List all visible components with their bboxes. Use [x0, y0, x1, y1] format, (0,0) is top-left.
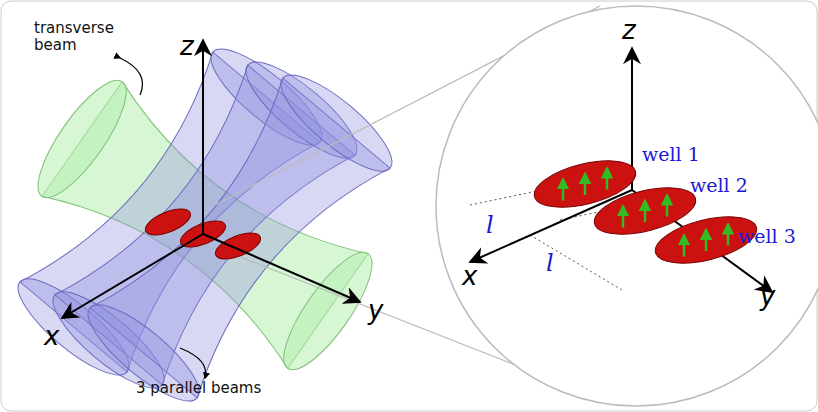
well-label: well 2	[690, 175, 748, 196]
spin-arrow	[622, 206, 625, 227]
spin-arrow	[683, 235, 686, 256]
axis-label: x	[44, 322, 59, 351]
well-clouds	[530, 152, 762, 272]
spin-arrow	[705, 230, 708, 251]
beam-label: 3 parallel beams	[136, 380, 261, 397]
axis-label: z	[180, 32, 194, 61]
zoom-circle	[436, 6, 818, 406]
spin-arrow	[584, 174, 587, 195]
axes	[470, 48, 772, 292]
length-label: l	[486, 212, 494, 238]
spin-arrow	[644, 201, 647, 222]
leader-line	[180, 348, 206, 378]
spin-arrow	[606, 169, 609, 190]
parallel-beams	[6, 35, 404, 412]
beam-label: transverse beam	[34, 20, 114, 53]
length-label: l	[546, 250, 554, 276]
leader-line	[120, 58, 143, 95]
spin-arrow	[666, 196, 669, 217]
well-label: well 1	[642, 144, 700, 165]
axis-label: x	[462, 262, 477, 291]
spin-arrow	[562, 179, 565, 200]
axes	[62, 40, 360, 318]
axis-label: y	[760, 282, 775, 311]
spin-arrow	[727, 225, 730, 246]
axis-label: z	[622, 16, 636, 45]
well-label: well 3	[738, 226, 796, 247]
axis-label: y	[368, 296, 383, 325]
